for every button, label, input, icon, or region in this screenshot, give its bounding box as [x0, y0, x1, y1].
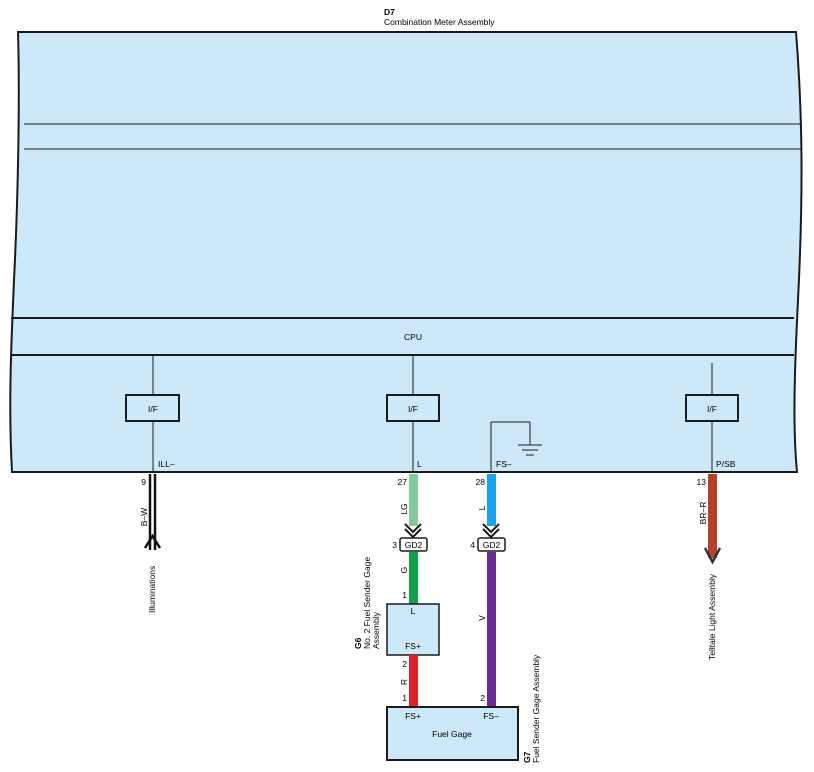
arrow-down-icon [703, 547, 722, 565]
component-name: Combination Meter Assembly [384, 17, 495, 27]
wire-l [487, 474, 496, 526]
pin-number: 2 [480, 693, 485, 703]
wire-g [409, 552, 418, 604]
wire-color-code: G [399, 567, 409, 574]
svg-text:G6: G6 [353, 637, 363, 649]
wire-br-r [708, 474, 717, 558]
pin-number: 13 [697, 477, 707, 487]
destination-telltale: Telltale Light Assembly [707, 573, 717, 660]
wire-color-code: R [399, 679, 409, 685]
terminal-name-fs: FS– [496, 459, 512, 469]
connector-arrow-icon [404, 528, 422, 539]
g7-label: G7 Fuel Sender Gage Assembly [522, 654, 541, 763]
meter-body [9, 31, 803, 473]
svg-text:No. 2 Fuel Sender Gage: No. 2 Fuel Sender Gage [362, 557, 372, 649]
connector-gd2 [477, 537, 506, 552]
interface-label: I/F [707, 404, 717, 414]
g7-terminal-fs-minus: FS– [483, 711, 499, 721]
g7-fuel-gage-box [386, 706, 519, 761]
wire-r [409, 655, 418, 707]
wire-color-code: B–W [139, 508, 149, 526]
g6-terminal-fs: FS+ [405, 641, 421, 651]
cpu-label: CPU [404, 332, 422, 342]
interface-label: I/F [148, 404, 158, 414]
connector-gd2 [399, 537, 428, 552]
destination-illuminations: Illuminations [147, 566, 157, 613]
component-id: D7 [384, 7, 395, 17]
interface-box-illumination [125, 394, 180, 422]
interface-label: I/F [408, 404, 418, 414]
svg-text:G7: G7 [522, 751, 532, 763]
svg-text:Fuel Sender Gage Assembly: Fuel Sender Gage Assembly [531, 654, 541, 763]
wire-lg [409, 474, 418, 526]
pin-number: 1 [402, 693, 407, 703]
g6-fuel-sender-box [386, 603, 440, 656]
connector-arrow-icon [482, 528, 500, 539]
terminal-name-psb: P/SB [716, 459, 736, 469]
g6-label: G6 No. 2 Fuel Sender Gage Assembly [353, 557, 381, 649]
connector-name: GD2 [483, 540, 501, 550]
connector-pin: 4 [470, 540, 475, 550]
wire-color-code: L [477, 505, 487, 510]
connector-arrow-icon [482, 523, 500, 534]
connector-pin: 3 [392, 540, 397, 550]
wire-color-code: V [477, 615, 487, 621]
connector-arrow-icon [404, 523, 422, 534]
wire-color-code: LG [399, 503, 409, 514]
arrow-up-icon [143, 533, 162, 549]
wire-v [487, 552, 496, 707]
ground-icon [518, 444, 542, 456]
g7-gage-label: Fuel Gage [432, 729, 472, 739]
pin-number: 2 [402, 659, 407, 669]
wire-color-code: BR–R [698, 502, 708, 525]
pin-number: 28 [476, 477, 486, 487]
g7-terminal-fs-plus: FS+ [405, 711, 421, 721]
terminal-name-ill: ILL– [158, 459, 175, 469]
pin-number: 1 [402, 590, 407, 600]
pin-number: 9 [141, 477, 146, 487]
pin-number: 27 [398, 477, 408, 487]
svg-text:Assembly: Assembly [371, 611, 381, 649]
g6-terminal-l: L [411, 606, 416, 616]
connector-name: GD2 [405, 540, 423, 550]
terminal-name-l: L [417, 459, 422, 469]
